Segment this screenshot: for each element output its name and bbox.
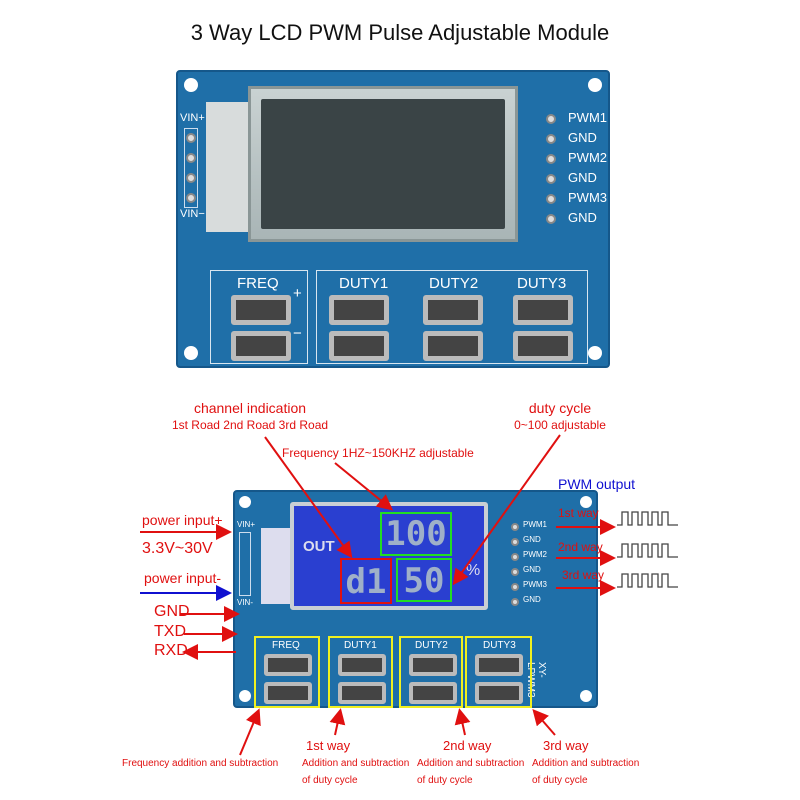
duty2-minus-button[interactable] (423, 331, 483, 361)
vin-pin-header (184, 128, 198, 208)
duty2-annotation-line1: Addition and subtraction (417, 758, 525, 769)
page-title: 3 Way LCD PWM Pulse Adjustable Module (190, 20, 610, 45)
vin-pin-header (239, 532, 251, 596)
duty1-plus-button[interactable] (329, 295, 389, 325)
duty1-minus-button[interactable] (329, 331, 389, 361)
vin-minus-label: VIN− (180, 208, 205, 220)
channel-indication-sub: 1st Road 2nd Road 3rd Road (171, 418, 329, 432)
gnd-label: GND (154, 603, 190, 620)
freq-buttons-box: FREQ (254, 636, 320, 708)
lcd-out-label: OUT (303, 538, 335, 555)
rxd-label: RXD (154, 642, 188, 659)
vin-minus-label: VIN- (237, 598, 253, 607)
duty2-plus-button[interactable] (423, 295, 483, 325)
duty3-plus-button[interactable] (475, 654, 523, 676)
mount-hole (184, 78, 198, 92)
duty1-buttons-box: DUTY1 (328, 636, 393, 708)
mount-hole (588, 78, 602, 92)
duty1-plus-button[interactable] (338, 654, 386, 676)
bottom-right-pins: PWM1 GND PWM2 GND PWM3 GND (511, 520, 581, 610)
top-lcd (248, 86, 518, 242)
duty2-buttons-box: DUTY2 (399, 636, 463, 708)
duty3-buttons-arrow (532, 708, 556, 736)
way-2-label: 2nd way (558, 540, 603, 554)
vin-plus-label: VIN+ (180, 112, 205, 124)
frequency-annotation: Frequency 1HZ~150KHZ adjustable (282, 446, 474, 460)
duty2-buttons-arrow (454, 708, 471, 736)
pwm1-waveform-icon (617, 511, 678, 526)
duty-cycle-sub: 0~100 adjustable (514, 418, 606, 432)
duty1-annotation-line1: Addition and subtraction (302, 758, 410, 769)
duty2-annotation-line2: of duty cycle (417, 775, 473, 786)
power-input-plus-label: power input+ (142, 512, 223, 528)
way-3-label: 3rd way (562, 568, 605, 582)
pwm2-waveform-icon (617, 543, 678, 558)
way-2-buttons-title: 2nd way (443, 738, 492, 753)
duty-button-group: DUTY1 DUTY2 DUTY3 (316, 270, 588, 364)
lcd-backlight (261, 528, 291, 604)
power-input-minus-label: power input- (144, 570, 222, 586)
pwm3-waveform-icon (617, 573, 678, 588)
voltage-range-label: 3.3V~30V (142, 540, 213, 557)
freq-minus-button[interactable] (264, 682, 312, 704)
mount-hole (588, 346, 602, 360)
freq-buttons-annotation: Frequency addition and subtraction (122, 758, 279, 769)
duty1-buttons-arrow (329, 708, 346, 736)
duty1-annotation-line2: of duty cycle (302, 775, 358, 786)
way-1-label: 1st way (558, 506, 599, 520)
duty3-annotation-line2: of duty cycle (532, 775, 588, 786)
duty-display: 50 (396, 558, 452, 602)
top-board: VIN+ VIN− PWM1 GND PWM2 GND PWM3 GND FRE… (176, 70, 610, 368)
duty3-minus-button[interactable] (475, 682, 523, 704)
duty3-plus-button[interactable] (513, 295, 573, 325)
channel-indication-title: channel indication (193, 400, 307, 416)
freq-plus-button[interactable] (264, 654, 312, 676)
duty-cycle-title: duty cycle (528, 400, 592, 416)
percent-sign: % (466, 562, 481, 579)
top-right-pins: PWM1 GND PWM2 GND PWM3 GND (546, 110, 656, 230)
duty2-plus-button[interactable] (409, 654, 457, 676)
duty3-minus-button[interactable] (513, 331, 573, 361)
pwm-output-label: PWM output (558, 476, 636, 492)
way-3-buttons-title: 3rd way (543, 738, 589, 753)
freq-button-group: FREQ + − (210, 270, 308, 364)
freq-buttons-arrow (239, 708, 261, 756)
duty3-annotation-line1: Addition and subtraction (532, 758, 640, 769)
mount-hole (184, 346, 198, 360)
duty1-minus-button[interactable] (338, 682, 386, 704)
txd-label: TXD (154, 623, 186, 640)
way-1-buttons-title: 1st way (306, 738, 351, 753)
vin-plus-label: VIN+ (237, 520, 256, 529)
frequency-display: 100 (380, 512, 452, 556)
lcd-backlight (206, 102, 250, 232)
channel-display: d1 (340, 558, 392, 604)
freq-plus-button[interactable] (231, 295, 291, 325)
duty2-minus-button[interactable] (409, 682, 457, 704)
duty3-buttons-box: DUTY3 (465, 636, 532, 708)
freq-minus-button[interactable] (231, 331, 291, 361)
